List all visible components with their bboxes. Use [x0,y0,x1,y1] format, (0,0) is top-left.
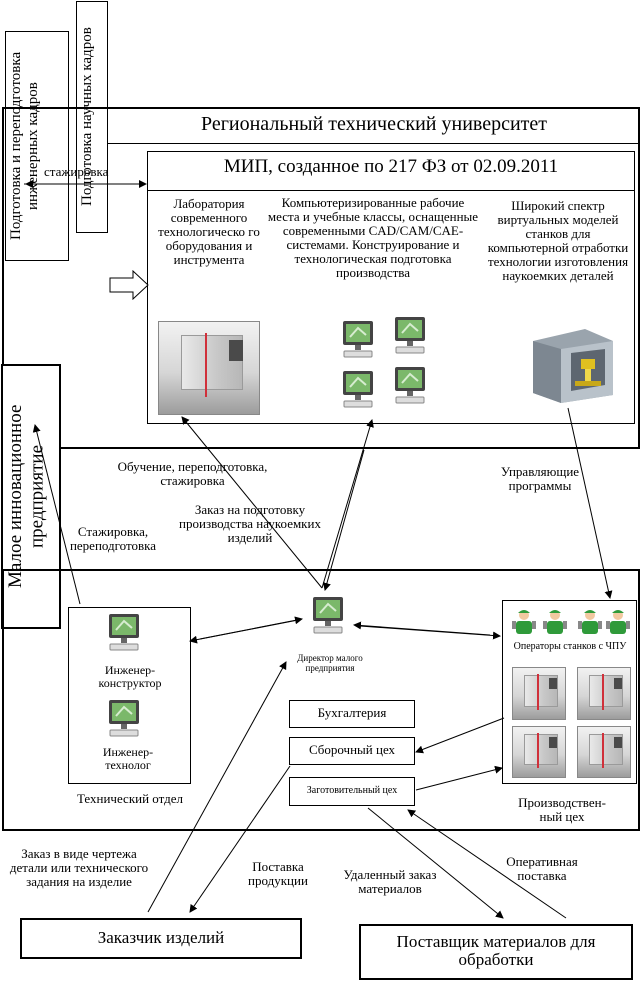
university-title: Региональный технический университет [200,113,548,135]
operator-icon [512,609,536,635]
lab-machine-image [158,321,260,415]
engineers-training-box: Подготовка и переподготовка инженерных к… [5,31,69,261]
assembly-label: Сборочный цех [308,742,396,757]
design-engineer-label: Инженер-конструктор [98,663,162,690]
customer-label: Заказчик изделий [97,928,225,947]
university-title-line [108,143,640,144]
cnc-machine-image [512,726,566,778]
operators-label: Операторы станков с ЧПУ [513,641,627,652]
mip-workplaces-text: Компьютеризированные рабочие места и уче… [267,195,479,281]
production-label: Производствен-ный цех [518,795,606,825]
order-drawing-label: Заказ в виде чертежа детали или техничес… [9,846,149,890]
procurement-label: Заготовительный цех [306,785,398,796]
workstation-icon [390,365,432,407]
scientific-training-box: Подготовка научных кадров [76,1,108,233]
cnc-machine-image [512,667,566,720]
training-arrow-label: Обучение, переподготовка, стажировка [117,459,268,489]
process-engineer-label: Инженер-технолог [102,745,154,772]
operator-icon [606,609,630,635]
accounting-label: Бухгалтерия [317,705,387,720]
operative-delivery-label: Оперативная поставка [506,854,578,884]
design-engineer-icon [104,612,146,654]
operator-icon [578,609,602,635]
customer-box: Заказчик изделий [20,918,302,959]
cnc-machine-image [577,667,631,720]
mip-title: МИП, созданное по 217 ФЗ от 02.09.2011 [223,156,559,177]
director-icon [308,595,350,637]
tech-dept-label: Технический отдел [76,791,184,806]
hollow-arrow-icon [109,269,149,305]
workstation-icon [390,315,432,357]
assembly-box: Сборочный цех [289,737,415,765]
director-label: Директор малого предприятия [297,653,363,673]
procurement-box: Заготовительный цех [289,777,415,806]
mip-lab-text: Лаборатория современного технологическо … [158,196,260,268]
cnc-model-image [525,323,617,405]
remote-order-label: Удаленный заказ материалов [343,867,437,897]
product-delivery-label: Поставка продукции [248,859,308,889]
mip-virtual-models-text: Широкий спектр виртуальных моделей станк… [487,198,629,284]
internship-retraining-label: Стажировка, переподготовка [69,524,157,554]
operator-icon [543,609,567,635]
workstation-icon [338,319,380,361]
process-engineer-icon [104,698,146,740]
order-preparation-label: Заказ на подготовку производства наукоем… [179,502,321,546]
control-programs-label: Управляющие программы [500,464,580,494]
supplier-box: Поставщик материалов для обработки [359,924,633,980]
cnc-machine-image [577,726,631,778]
mip-title-line [147,190,635,191]
workstation-icon [338,369,380,411]
accounting-box: Бухгалтерия [289,700,415,728]
internship-label: стажировка [44,164,109,179]
supplier-label: Поставщик материалов для обработки [396,932,596,970]
